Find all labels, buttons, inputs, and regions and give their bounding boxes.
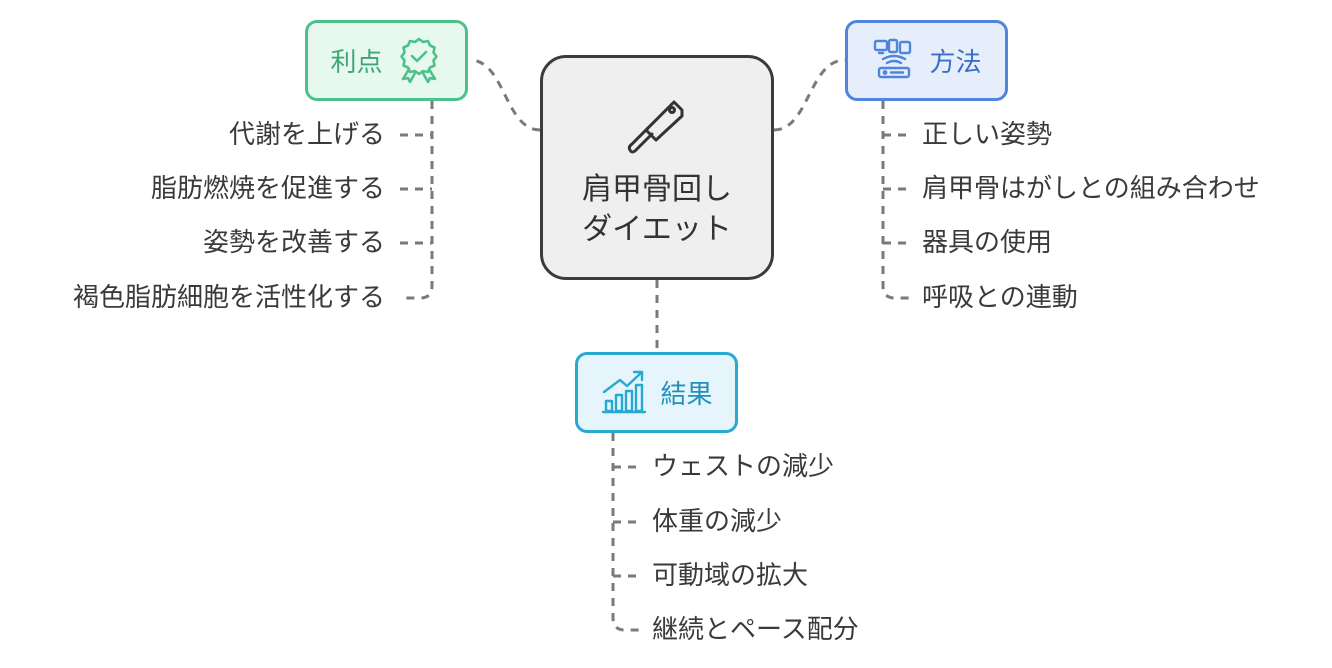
- results-box: 結果: [575, 352, 738, 433]
- results-item-4: 継続とペース配分: [652, 615, 859, 645]
- award-ribbon-icon: [395, 35, 443, 87]
- methods-item-3: 器具の使用: [922, 228, 1053, 258]
- methods-item-2: 肩甲骨はがしとの組み合わせ: [922, 174, 1260, 204]
- benefits-item-2: 脂肪燃焼を促進する: [150, 174, 385, 204]
- results-label: 結果: [660, 380, 713, 410]
- results-spine: [611, 433, 642, 632]
- benefits-item-4: 褐色脂肪細胞を活性化する: [72, 283, 385, 313]
- methods-box: 方法: [845, 20, 1008, 101]
- benefits-spine: [400, 101, 434, 300]
- methods-item-4: 呼吸との連動: [922, 283, 1078, 313]
- center-title-line1: 肩甲骨回し: [582, 171, 732, 207]
- center-title-line2: ダイエット: [582, 211, 732, 247]
- benefits-label: 利点: [330, 48, 383, 78]
- devices-network-icon: [871, 36, 917, 86]
- benefits-item-1: 代謝を上げる: [228, 120, 385, 150]
- benefits-item-3: 姿勢を改善する: [202, 228, 385, 258]
- center-title: 肩甲骨回し ダイエット: [582, 170, 732, 250]
- cleaver-knife-icon: [622, 90, 692, 164]
- growth-chart-icon: [600, 367, 648, 419]
- results-item-3: 可動域の拡大: [652, 561, 809, 591]
- benefits-box: 利点: [305, 20, 468, 101]
- results-item-1: ウェストの減少: [652, 452, 835, 482]
- methods-label: 方法: [929, 48, 982, 78]
- methods-spine: [881, 101, 913, 300]
- connector-center-methods: [773, 58, 846, 132]
- methods-item-1: 正しい姿勢: [922, 120, 1053, 150]
- center-topic-box: 肩甲骨回し ダイエット: [540, 55, 774, 280]
- results-item-2: 体重の減少: [652, 507, 783, 537]
- connector-center-benefits: [469, 58, 541, 132]
